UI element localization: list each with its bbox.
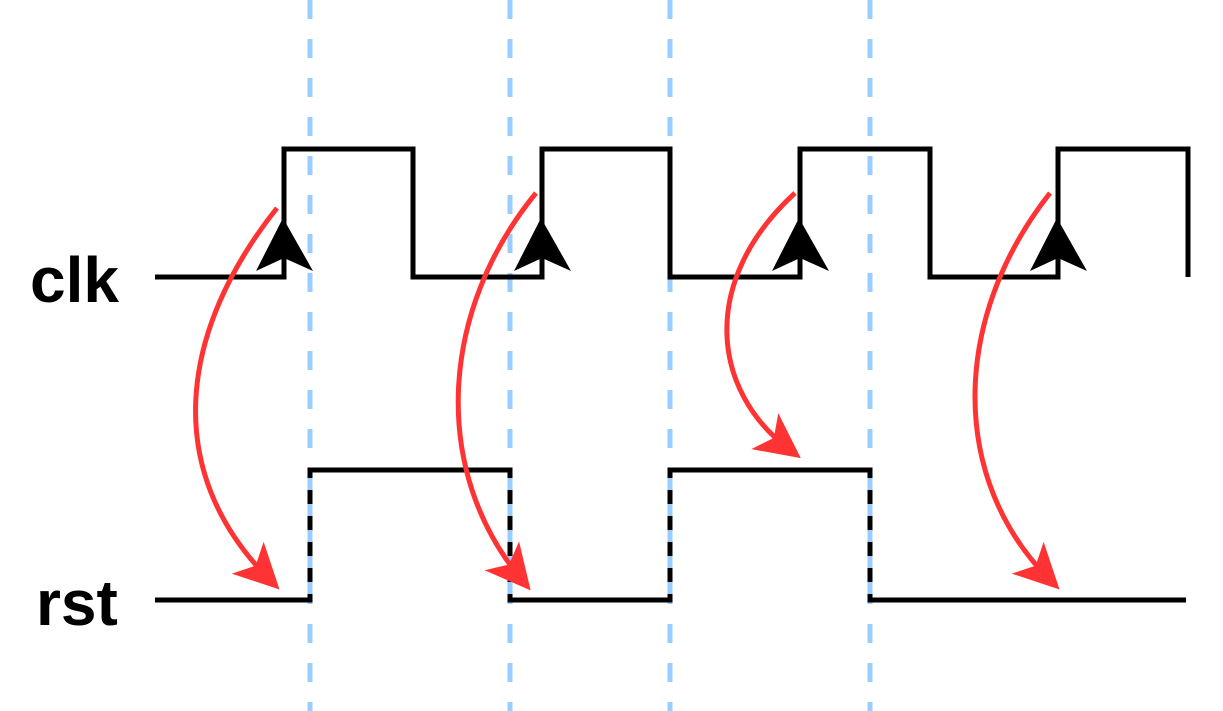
clk-label: clk	[30, 244, 119, 316]
causal-arrow-icon	[455, 191, 538, 591]
sample-lines	[307, 0, 873, 711]
rising-edge-arrow-icon	[772, 218, 829, 271]
causal-arrows	[193, 191, 1060, 591]
rising-edge-arrow-icon	[256, 218, 313, 271]
rst-label: rst	[36, 567, 118, 639]
rising-edge-arrow-icon	[514, 218, 571, 271]
rising-edge-markers	[256, 218, 1087, 271]
rising-edge-arrow-icon	[1030, 218, 1087, 271]
rst-edge-overlay	[307, 478, 873, 600]
causal-arrow-icon	[193, 206, 280, 590]
causal-arrow-icon	[972, 191, 1060, 590]
causal-arrow-icon	[724, 191, 801, 459]
